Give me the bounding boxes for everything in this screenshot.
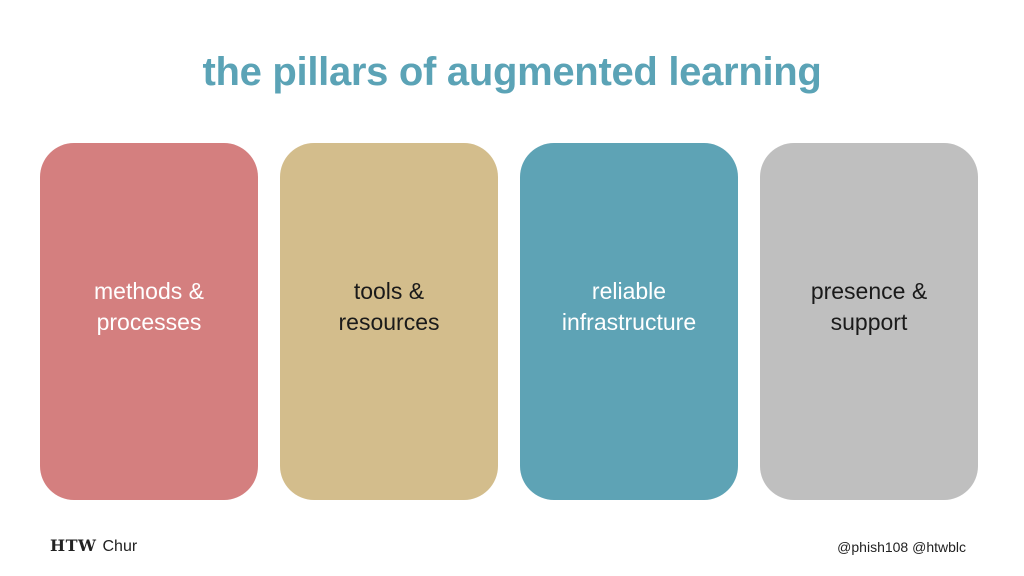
pillar-label: methods & processes — [94, 277, 204, 335]
pillars-row: methods & processes tools & resources re… — [40, 143, 978, 500]
pillar-tools-resources: tools & resources — [280, 143, 498, 500]
logo-htw-text: HTW — [50, 536, 97, 555]
pillar-label: tools & resources — [338, 277, 440, 335]
slide-title: the pillars of augmented learning — [202, 50, 822, 94]
pillar-label: presence & support — [810, 277, 928, 335]
htw-chur-logo: HTW Chur — [50, 536, 137, 558]
pillar-reliable-infrastructure: reliable infrastructure — [520, 143, 738, 500]
social-handles: @phish108 @htwblc — [837, 539, 966, 555]
pillar-methods-processes: methods & processes — [40, 143, 258, 500]
logo-chur-text: Chur — [102, 538, 138, 555]
pillar-label: reliable infrastructure — [561, 277, 697, 335]
pillar-presence-support: presence & support — [760, 143, 978, 500]
